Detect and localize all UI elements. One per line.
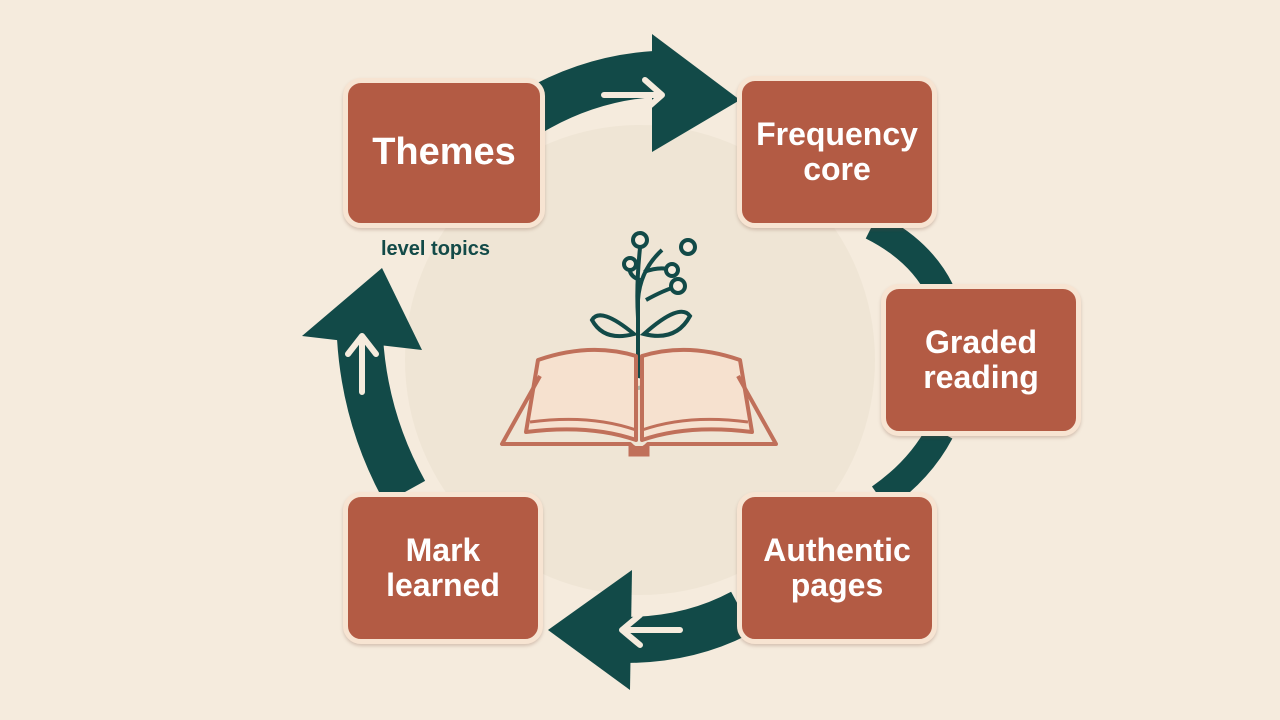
arrow-left-icon (619, 612, 683, 648)
node-label-mark-learned: Mark learned (386, 531, 500, 603)
arrow-right-icon (601, 77, 665, 113)
node-mark-learned: Mark learned (343, 492, 543, 644)
node-authentic-pages: Authentic pages (737, 492, 937, 644)
node-label-frequency-core: Frequency core (756, 115, 918, 187)
arrow-authentic-to-mark (548, 570, 753, 690)
arrow-mark-to-themes (302, 268, 426, 504)
node-label-graded-reading: Graded reading (923, 323, 1039, 395)
node-label-authentic-pages: Authentic pages (763, 531, 911, 603)
open-book-with-sprout-icon (500, 231, 778, 457)
arrow-up-icon (345, 333, 379, 395)
caption-level-topics: level topics (381, 238, 490, 260)
node-themes: Themes (343, 78, 545, 228)
node-graded-reading: Graded reading (881, 284, 1081, 436)
arc-graded-to-authentic (871, 425, 953, 510)
arc-frequency-to-graded (865, 213, 953, 297)
node-label-themes: Themes (372, 131, 516, 174)
node-frequency-core: Frequency core (737, 76, 937, 228)
